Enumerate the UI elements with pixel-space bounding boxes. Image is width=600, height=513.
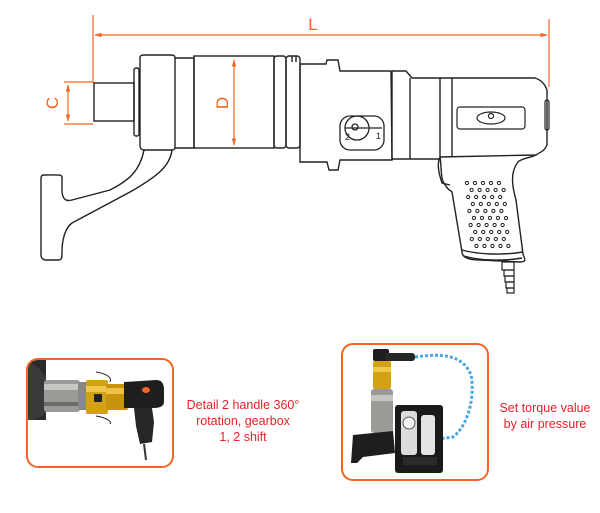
grip-dot bbox=[501, 187, 506, 193]
dimension-d: D bbox=[213, 59, 237, 146]
grip-dot bbox=[490, 243, 495, 249]
square-drive bbox=[93, 67, 140, 137]
grip-dot bbox=[501, 236, 506, 242]
grip-dot bbox=[486, 201, 491, 207]
brand-badge bbox=[456, 106, 526, 130]
grip-dot bbox=[499, 208, 504, 214]
grip-dot bbox=[466, 194, 471, 200]
grip-dot bbox=[505, 229, 510, 235]
handle-rotation-caption: Detail 2 handle 360° rotation, gearbox 1… bbox=[178, 397, 308, 445]
grip-dot bbox=[468, 222, 473, 228]
dimension-l: L bbox=[92, 15, 550, 87]
grip-dot bbox=[492, 222, 497, 228]
grip-dot bbox=[491, 208, 496, 214]
grip-dot bbox=[488, 180, 494, 186]
grip-dot bbox=[469, 187, 474, 193]
grip-dot bbox=[489, 229, 494, 235]
grip-dot bbox=[476, 222, 481, 228]
dimension-label-c: C bbox=[43, 97, 62, 109]
grip-dot bbox=[481, 229, 486, 235]
grip-dot bbox=[503, 215, 509, 221]
grip-dot bbox=[483, 208, 488, 214]
grip-dot bbox=[471, 215, 477, 221]
grip-dot bbox=[474, 243, 479, 249]
torque-wrench-drawing: L C D bbox=[40, 15, 550, 294]
grip-dot bbox=[477, 187, 482, 193]
grip-dot bbox=[485, 236, 490, 242]
reaction-arm bbox=[40, 149, 173, 261]
gearbox-housing bbox=[299, 59, 548, 171]
dimension-c: C bbox=[43, 81, 93, 125]
grip-texture bbox=[464, 180, 511, 249]
gear-selector: 2 1 bbox=[339, 115, 385, 151]
grip-dot bbox=[498, 194, 503, 200]
dimension-label-d: D bbox=[213, 97, 232, 109]
grip-dot bbox=[478, 201, 483, 207]
caption-line: 1, 2 shift bbox=[219, 430, 267, 444]
caption-line: Set torque value bbox=[499, 401, 591, 415]
grip-dot bbox=[487, 215, 493, 221]
grip-dot bbox=[502, 201, 507, 207]
dimension-label-l: L bbox=[308, 15, 317, 34]
grip-dot bbox=[496, 180, 502, 186]
grip-dot bbox=[479, 215, 485, 221]
grip-dot bbox=[485, 187, 490, 193]
grip-dot bbox=[506, 243, 511, 249]
caption-line: rotation, gearbox bbox=[196, 414, 290, 428]
grip-dot bbox=[490, 194, 495, 200]
grip-dot bbox=[493, 187, 498, 193]
grip-dot bbox=[495, 215, 501, 221]
photo-handle-rotation bbox=[28, 360, 164, 461]
grip-dot bbox=[494, 201, 499, 207]
air-pressure-caption: Set torque value by air pressure bbox=[492, 400, 598, 432]
grip-dot bbox=[498, 243, 503, 249]
grip-dot bbox=[474, 194, 479, 200]
grip-dot bbox=[477, 236, 482, 242]
caption-line: Detail 2 handle 360° bbox=[186, 398, 300, 412]
air-inlet-fitting bbox=[501, 261, 515, 294]
rear-cap bbox=[544, 99, 550, 131]
grip-dot bbox=[475, 208, 480, 214]
grip-dot bbox=[493, 236, 498, 242]
grip-dot bbox=[473, 229, 478, 235]
handle-rotation-photo bbox=[26, 358, 174, 468]
grip-dot bbox=[482, 194, 487, 200]
gear-mark-1: 1 bbox=[376, 131, 381, 141]
grip-dot bbox=[469, 236, 474, 242]
caption-line: by air pressure bbox=[503, 417, 587, 431]
air-pressure-photo bbox=[341, 343, 489, 481]
gear-mark-2: 2 bbox=[345, 132, 350, 142]
grip-dot bbox=[472, 180, 478, 186]
grip-dot bbox=[497, 229, 502, 235]
photo-air-pressure bbox=[351, 349, 474, 473]
grip-dot bbox=[464, 180, 470, 186]
grip-dot bbox=[470, 201, 475, 207]
grip-dot bbox=[482, 243, 487, 249]
grip-dot bbox=[480, 180, 486, 186]
grip-dot bbox=[484, 222, 489, 228]
pistol-grip bbox=[437, 154, 537, 263]
grip-dot bbox=[467, 208, 472, 214]
grip-dot bbox=[500, 222, 505, 228]
